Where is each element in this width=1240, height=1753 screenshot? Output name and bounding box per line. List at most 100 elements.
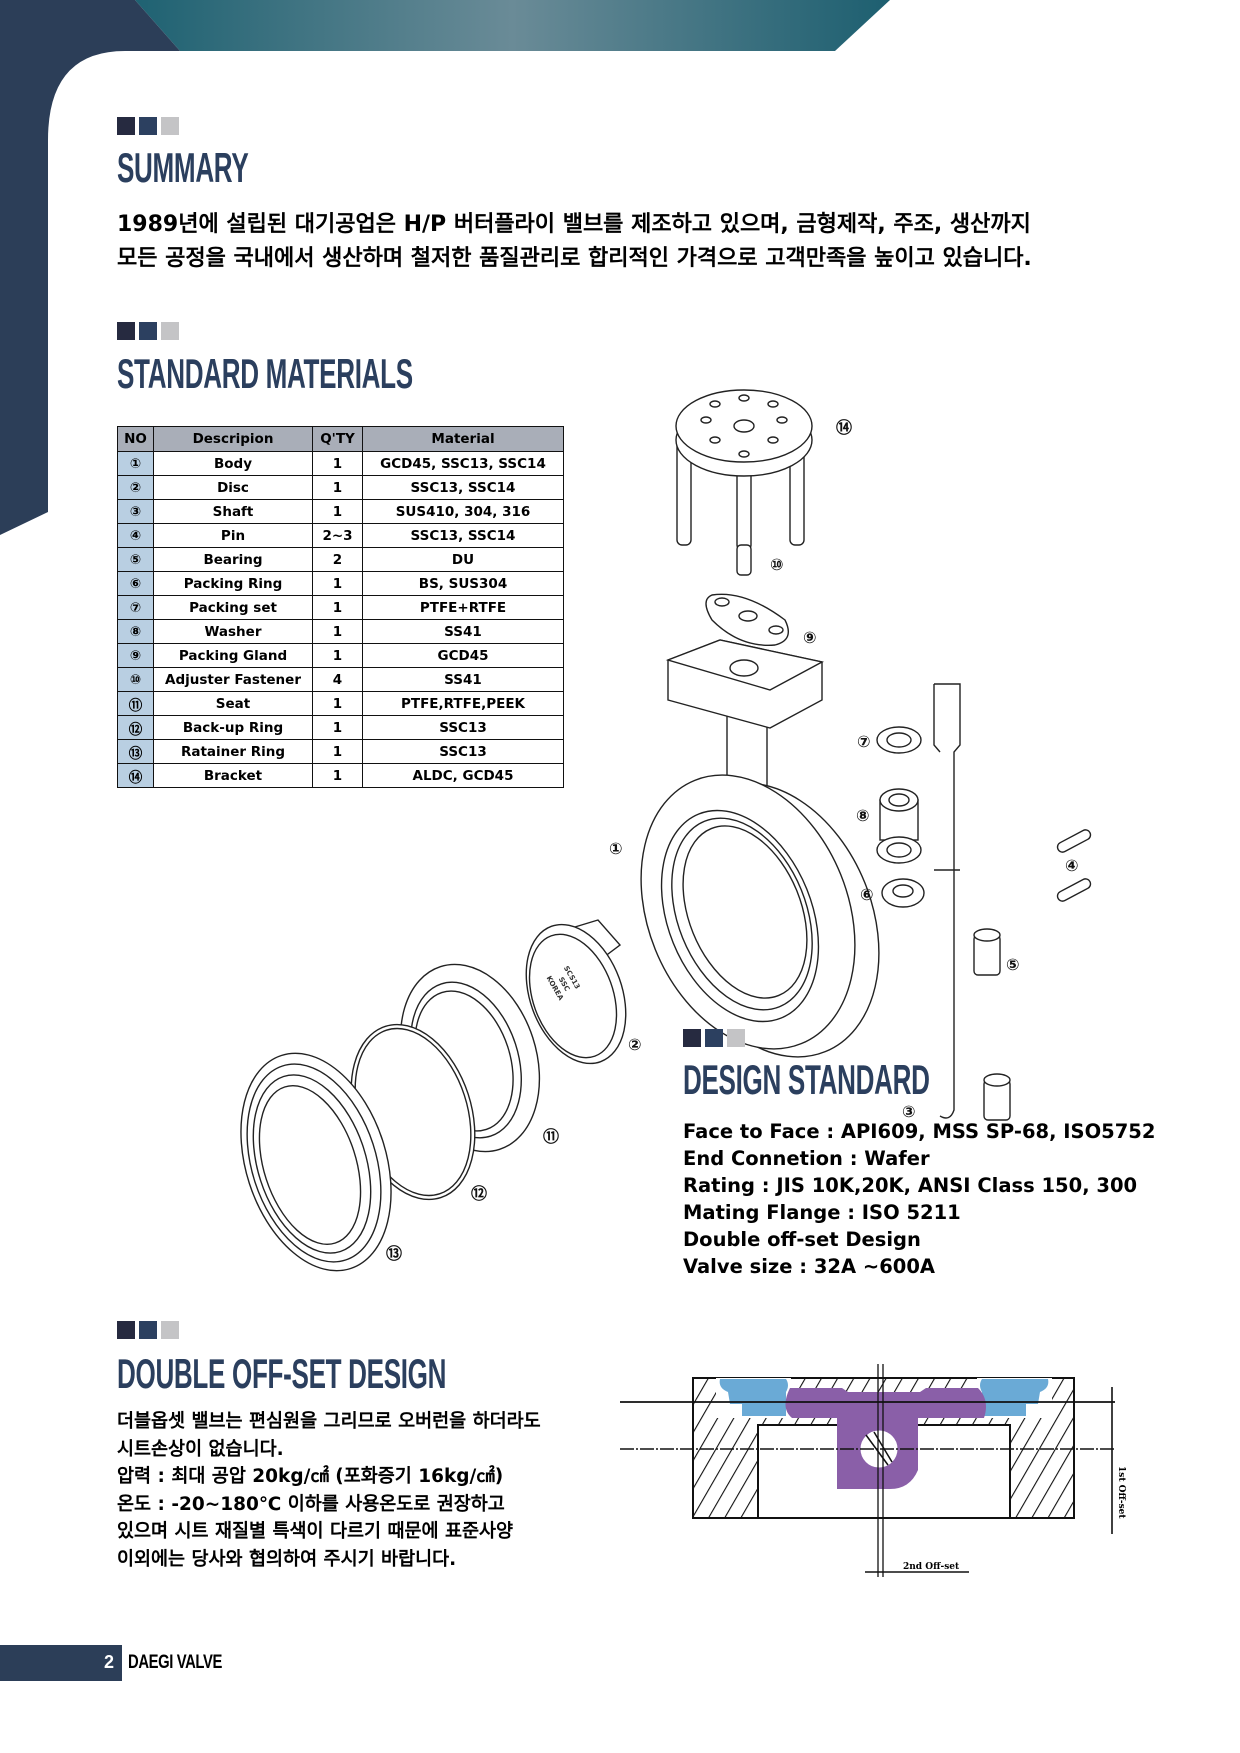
summary-line: 모든 공정을 국내에서 생산하며 철저한 품질관리로 합리적인 가격으로 고객만… [117, 246, 1032, 271]
spec-line: Valve size : 32A ~600A [683, 1255, 935, 1278]
cell-description: Disc [153, 475, 313, 500]
offset-line: 더블옵셋 밸브는 편심원을 그리므로 오버런을 하더라도 [117, 1411, 541, 1432]
cell-qty: 1 [312, 739, 363, 764]
spec-line: Rating : JIS 10K,20K, ANSI Class 150, 30… [683, 1174, 1138, 1197]
section-marker [117, 117, 179, 135]
cell-qty: 1 [312, 715, 363, 740]
design-standard-list: Face to Face : API609, MSS SP-68, ISO575… [683, 1118, 1155, 1280]
cell-material: BS, SUS304 [362, 571, 564, 596]
cell-qty: 1 [312, 499, 363, 524]
summary-text: 1989년에 설립된 대기공업은 H/P 버터플라이 밸브를 제조하고 있으며,… [117, 208, 1032, 276]
section-marker [117, 1321, 179, 1339]
col-qty: Q'TY [312, 426, 363, 452]
cell-no: ⑫ [117, 715, 154, 740]
packing-gland-part [705, 593, 789, 646]
cell-description: Seat [153, 691, 313, 716]
cell-qty: 1 [312, 619, 363, 644]
page-number: 2 [103, 1652, 114, 1672]
offset-line: 이외에는 당사와 협의하여 주시기 바랍니다. [117, 1548, 457, 1570]
cell-material: SS41 [362, 619, 564, 644]
cell-qty: 2 [312, 547, 363, 572]
cell-no: ⑬ [117, 739, 154, 764]
callout-10: ⑩ [770, 555, 784, 574]
cell-material: SSC13, SSC14 [362, 475, 564, 500]
cell-description: Shaft [153, 499, 313, 524]
callout-14: ⑭ [836, 418, 852, 437]
first-offset-label: 1st Off-set [1116, 1466, 1126, 1519]
part-callouts: ⑭ ⑩ ⑨ ① ② ⑪ ⑫ ⑬ ③ ⑦ ⑧ ⑥ ④ ⑤ [386, 418, 1079, 1263]
callout-11: ⑪ [543, 1127, 559, 1146]
cell-description: Packing Gland [153, 643, 313, 668]
pin-and-bearing-parts [973, 829, 1092, 1121]
cell-material: SUS410, 304, 316 [362, 499, 564, 524]
cell-qty: 1 [312, 595, 363, 620]
callout-5: ⑤ [1006, 955, 1020, 974]
cell-description: Back-up Ring [153, 715, 313, 740]
cell-qty: 2~3 [312, 523, 363, 548]
callout-3: ③ [902, 1102, 916, 1121]
cell-description: Packing Ring [153, 571, 313, 596]
cell-no: ⑭ [117, 763, 154, 788]
cell-qty: 1 [312, 763, 363, 788]
footer-bar: 2 [0, 1645, 122, 1681]
callout-13: ⑬ [386, 1244, 402, 1263]
callout-1: ① [609, 839, 623, 858]
cell-description: Bracket [153, 763, 313, 788]
section-marker [683, 1029, 745, 1047]
spec-line: Mating Flange : ISO 5211 [683, 1201, 961, 1224]
offset-line: 시트손상이 없습니다. [117, 1438, 284, 1460]
callout-9: ⑨ [803, 628, 817, 647]
cell-qty: 1 [312, 643, 363, 668]
cell-description: Body [153, 451, 313, 476]
summary-title: SUMMARY [117, 144, 249, 191]
footer-brand: DAEGI VALVE [128, 1652, 222, 1673]
cell-description: Packing set [153, 595, 313, 620]
callout-2: ② [628, 1035, 642, 1054]
double-offset-title: DOUBLE OFF-SET DESIGN [117, 1350, 447, 1397]
cell-no: ⑤ [117, 547, 154, 572]
cell-description: Pin [153, 523, 313, 548]
cell-material: PTFE,RTFE,PEEK [362, 691, 564, 716]
cell-no: ⑦ [117, 595, 154, 620]
callout-12: ⑫ [471, 1184, 487, 1203]
col-material: Material [362, 426, 564, 452]
left-seat [719, 1379, 788, 1416]
bracket-part [675, 389, 813, 576]
offset-line: 있으며 시트 재질별 특색이 다르기 때문에 표준사양 [117, 1521, 514, 1542]
cell-no: ⑪ [117, 691, 154, 716]
cell-no: ③ [117, 499, 154, 524]
spec-line: End Connetion : Wafer [683, 1147, 930, 1170]
double-offset-text: 더블옵셋 밸브는 편심원을 그리므로 오버런을 하더라도 시트손상이 없습니다.… [117, 1408, 541, 1573]
callout-8: ⑧ [856, 806, 870, 825]
right-seat [980, 1379, 1049, 1416]
cell-qty: 1 [312, 691, 363, 716]
section-marker [117, 322, 179, 340]
cell-no: ⑥ [117, 571, 154, 596]
second-offset-label: 2nd Off-set [903, 1562, 960, 1572]
cell-material: PTFE+RTFE [362, 595, 564, 620]
header-decoration [0, 0, 890, 535]
shaft-part [933, 683, 961, 1119]
cell-description: Ratainer Ring [153, 739, 313, 764]
cell-material: SSC13 [362, 715, 564, 740]
cell-qty: 1 [312, 451, 363, 476]
cell-no: ⑩ [117, 667, 154, 692]
spec-line: Face to Face : API609, MSS SP-68, ISO575… [683, 1120, 1156, 1143]
cell-description: Adjuster Fastener [153, 667, 313, 692]
cell-no: ④ [117, 523, 154, 548]
cell-qty: 1 [312, 571, 363, 596]
design-standard-title: DESIGN STANDARD [683, 1056, 930, 1103]
cell-material: ALDC, GCD45 [362, 763, 564, 788]
cell-material: SSC13 [362, 739, 564, 764]
cell-description: Washer [153, 619, 313, 644]
cell-material: SSC13, SSC14 [362, 523, 564, 548]
offset-line: 온도 : -20~180℃ 이하를 사용온도로 권장하고 [117, 1493, 505, 1515]
